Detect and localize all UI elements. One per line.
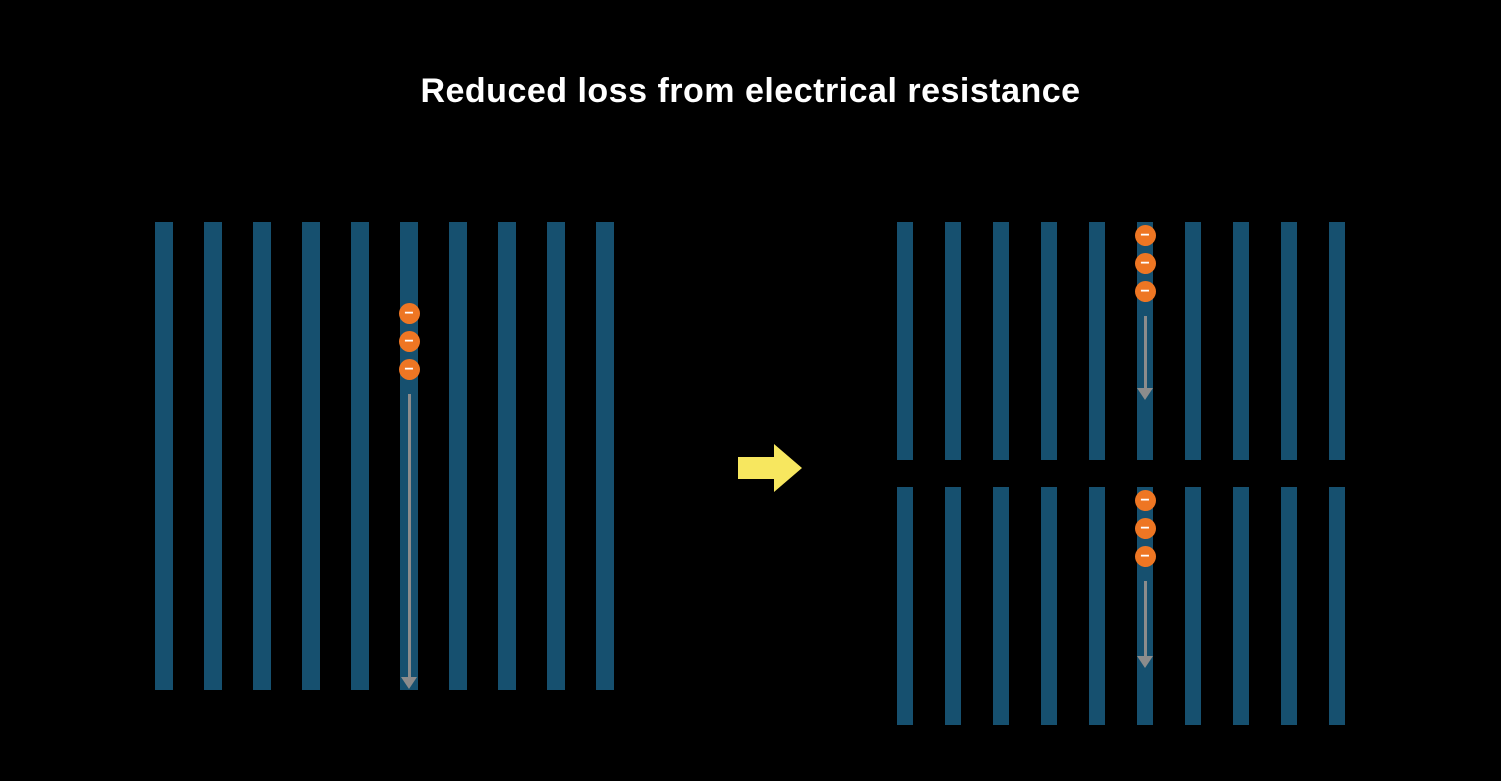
cell-busbar <box>993 222 1009 460</box>
cell-busbar <box>498 222 516 690</box>
cell-busbar <box>596 222 614 690</box>
electron-icon: − <box>398 359 420 380</box>
flow-arrow-head-icon <box>401 677 417 689</box>
flow-arrow-line <box>407 394 411 678</box>
cell-busbar <box>1233 222 1249 460</box>
electron-icon: − <box>1134 253 1156 274</box>
diagram-title: Reduced loss from electrical resistance <box>420 72 1081 110</box>
electron-icon: − <box>1134 225 1156 246</box>
full-cell-panel: − − − <box>155 222 614 690</box>
flow-arrow-line <box>1143 581 1147 657</box>
cell-busbar <box>1089 487 1105 725</box>
cell-busbar <box>897 487 913 725</box>
cell-busbar <box>204 222 222 690</box>
cell-busbar <box>1185 222 1201 460</box>
cell-busbar <box>253 222 271 690</box>
cell-busbar <box>1089 222 1105 460</box>
cell-busbar <box>1041 487 1057 725</box>
flow-arrow-line <box>1143 316 1147 389</box>
cell-busbar <box>897 222 913 460</box>
cell-busbar <box>1281 222 1297 460</box>
cell-busbar <box>155 222 173 690</box>
electron-icon: − <box>1134 546 1156 567</box>
flow-arrow-head-icon <box>1137 656 1153 668</box>
electron-icon: − <box>398 303 420 324</box>
cell-busbar <box>1329 222 1345 460</box>
cell-busbar <box>1329 487 1345 725</box>
half-cell-bottom-panel: − − − <box>897 487 1345 725</box>
cell-busbar <box>945 487 961 725</box>
electron-icon: − <box>398 331 420 352</box>
cell-busbar <box>351 222 369 690</box>
cell-busbar <box>993 487 1009 725</box>
electron-flow: − − − <box>1133 490 1157 668</box>
electron-icon: − <box>1134 518 1156 539</box>
flow-arrow-head-icon <box>1137 388 1153 400</box>
electron-icon: − <box>1134 281 1156 302</box>
electron-flow: − − − <box>397 303 421 689</box>
cell-busbar <box>547 222 565 690</box>
cell-busbar <box>1281 487 1297 725</box>
electron-icon: − <box>1134 490 1156 511</box>
cell-busbar <box>302 222 320 690</box>
electron-flow: − − − <box>1133 225 1157 400</box>
cell-busbar <box>1233 487 1249 725</box>
half-cell-top-panel: − − − <box>897 222 1345 460</box>
transition-arrow-icon <box>738 444 802 492</box>
cell-busbar <box>1041 222 1057 460</box>
transition-arrow-shape <box>738 444 802 492</box>
cell-busbar <box>449 222 467 690</box>
cell-busbar <box>1185 487 1201 725</box>
cell-busbar <box>945 222 961 460</box>
